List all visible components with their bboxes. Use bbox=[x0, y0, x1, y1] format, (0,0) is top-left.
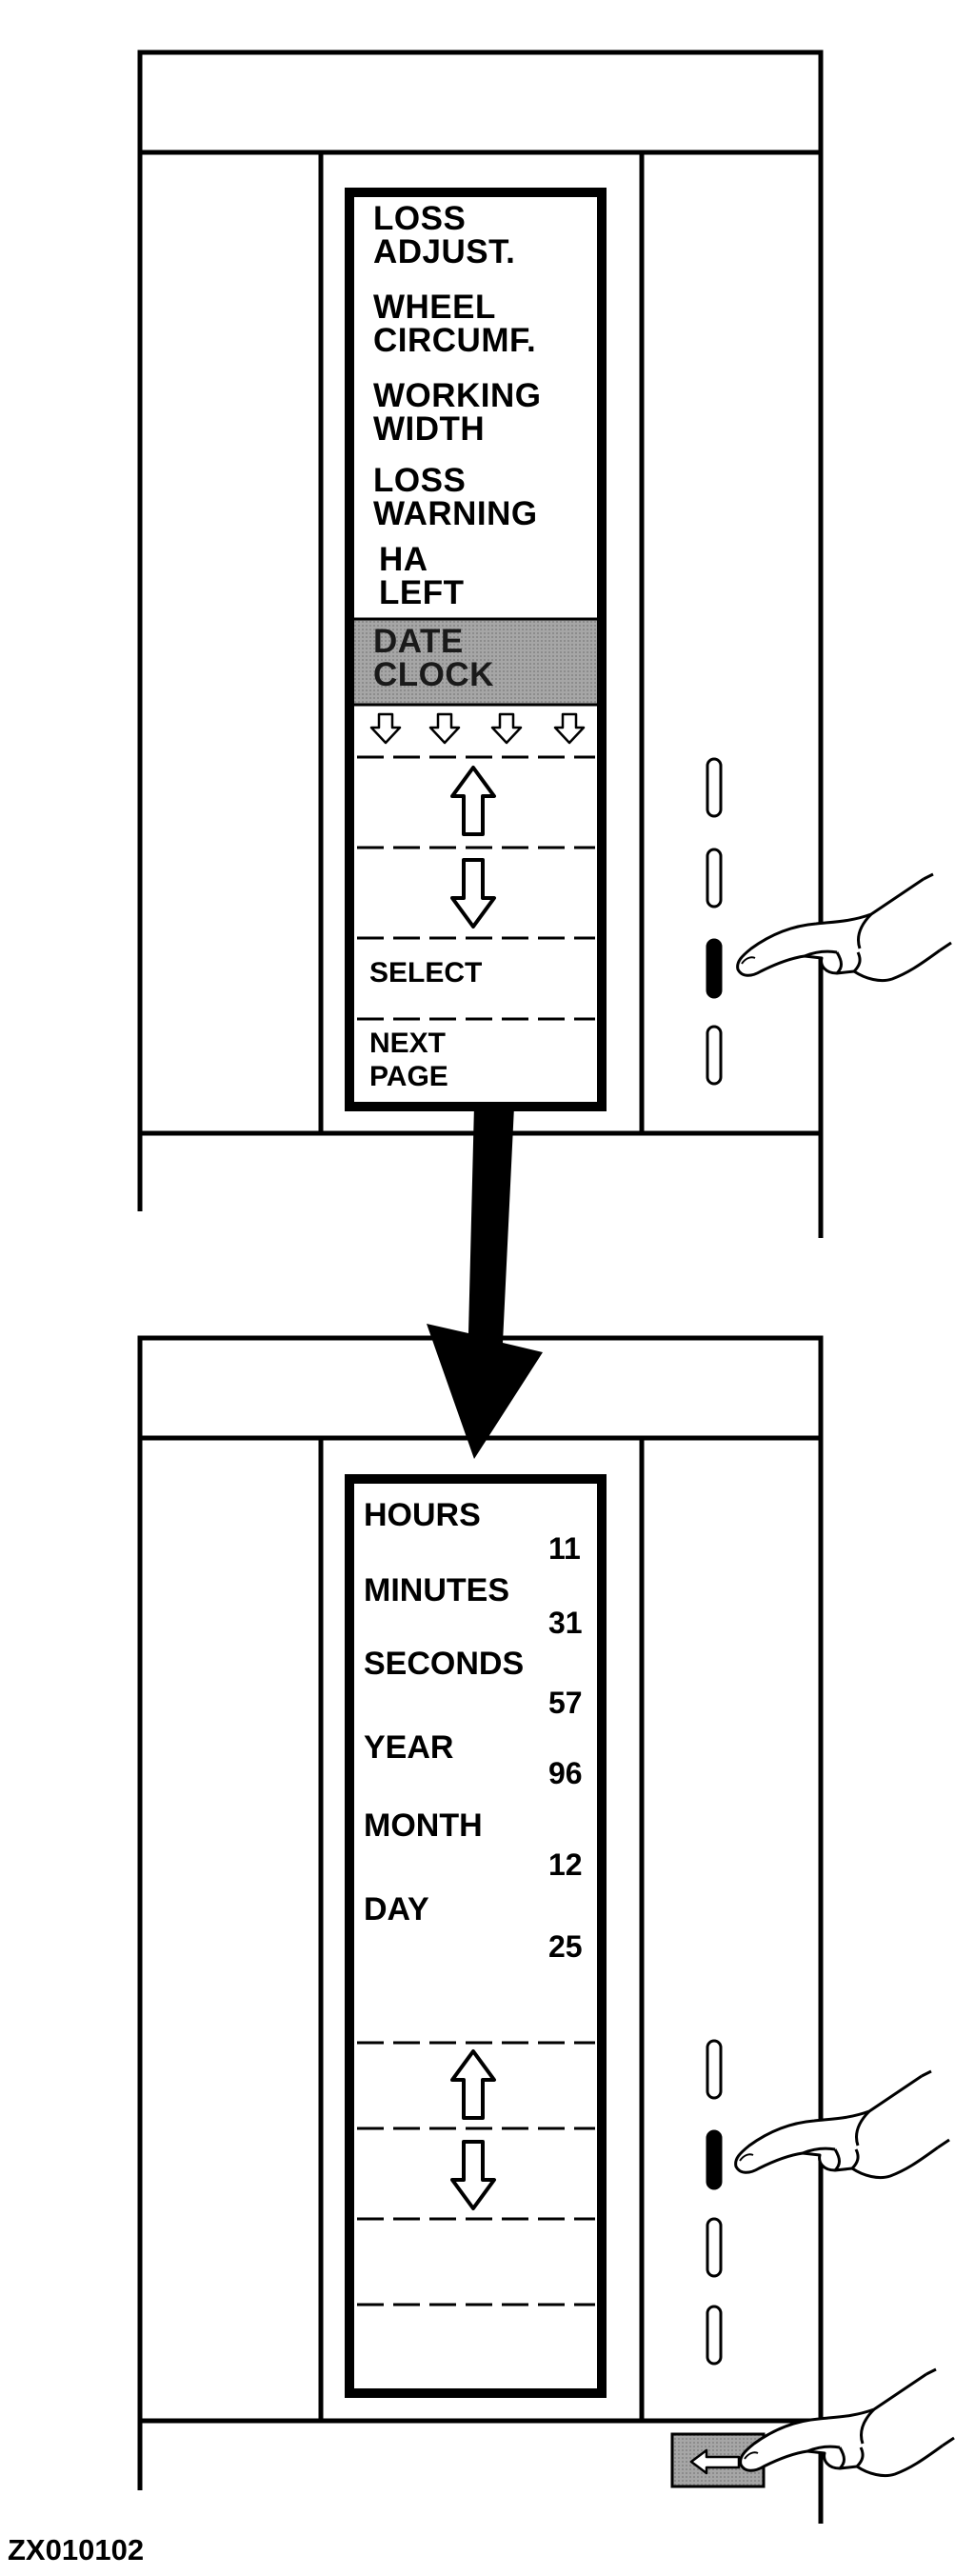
menu-item-wheel-circumf[interactable]: WHEEL CIRCUMF. bbox=[373, 289, 537, 359]
side-button-2[interactable] bbox=[706, 848, 723, 909]
side-button-3[interactable] bbox=[706, 938, 723, 999]
menu-item-loss-warning[interactable]: LOSS WARNING bbox=[373, 462, 538, 532]
menu-item-ha-left[interactable]: HA LEFT bbox=[379, 541, 465, 611]
seconds-label: SECONDS bbox=[364, 1646, 525, 1682]
day-label: DAY bbox=[364, 1891, 429, 1927]
pointing-hand-icon bbox=[736, 872, 953, 983]
menu-item-working-width[interactable]: WORKING WIDTH bbox=[373, 377, 542, 448]
side-button-1[interactable] bbox=[706, 757, 723, 818]
side-button-1[interactable] bbox=[706, 2039, 723, 2100]
month-label: MONTH bbox=[364, 1807, 483, 1844]
hours-value: 11 bbox=[548, 1531, 581, 1566]
side-button-4[interactable] bbox=[706, 2305, 723, 2366]
selected-menu-highlight bbox=[354, 619, 597, 705]
side-buttons-2 bbox=[706, 2039, 723, 2366]
hours-label: HOURS bbox=[364, 1497, 481, 1533]
year-value: 96 bbox=[548, 1756, 583, 1790]
display-2 bbox=[345, 1474, 607, 2398]
year-label: YEAR bbox=[364, 1729, 454, 1766]
minutes-label: MINUTES bbox=[364, 1572, 509, 1608]
minutes-value: 31 bbox=[548, 1606, 583, 1640]
day-value: 25 bbox=[548, 1929, 583, 1964]
figure-id: ZX010102 bbox=[8, 2533, 145, 2566]
menu-item-date-clock[interactable]: DATE CLOCK bbox=[373, 623, 494, 693]
side-button-4[interactable] bbox=[706, 1025, 723, 1086]
display-1 bbox=[345, 188, 607, 1111]
side-button-2[interactable] bbox=[706, 2129, 723, 2190]
softkey-select-label: SELECT bbox=[369, 957, 483, 988]
side-button-3[interactable] bbox=[706, 2217, 723, 2278]
side-buttons-1 bbox=[706, 757, 723, 1086]
seconds-value: 57 bbox=[548, 1686, 583, 1720]
transition-arrow-icon bbox=[427, 1105, 543, 1459]
monitor-2 bbox=[137, 1335, 824, 2524]
month-value: 12 bbox=[548, 1847, 583, 1882]
menu-item-loss-adjust[interactable]: LOSS ADJUST. bbox=[373, 200, 516, 270]
return-arrow-icon bbox=[689, 2448, 741, 2475]
softkey-next-page-label: NEXT PAGE bbox=[369, 1028, 448, 1092]
pointing-hand-icon bbox=[734, 2069, 951, 2180]
